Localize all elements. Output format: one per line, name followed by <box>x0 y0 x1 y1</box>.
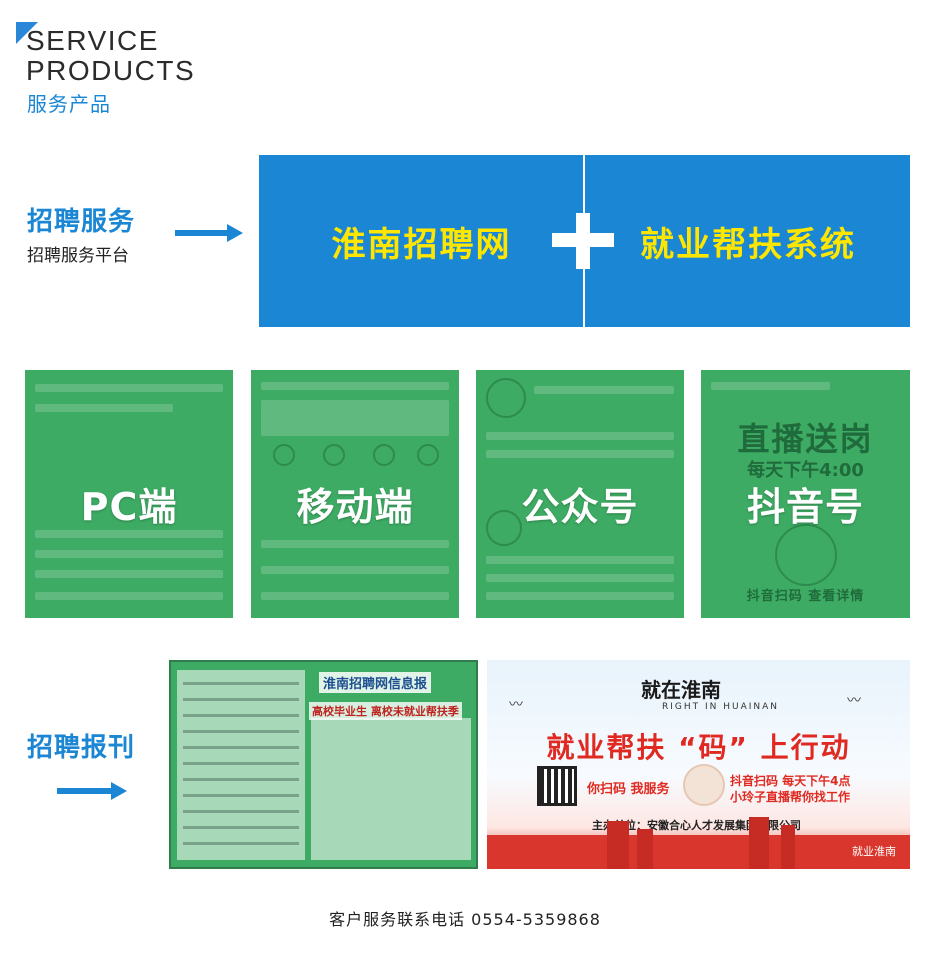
poster-logo-sub: RIGHT IN HUAINAN <box>662 702 780 712</box>
card-screenshot-bar <box>35 530 223 538</box>
platform-card-mobile[interactable]: 移动端 <box>251 370 459 618</box>
platform-card-label: 抖音号 <box>746 485 864 529</box>
contact-phone: 客户服务联系电话 0554-5359868 <box>329 910 601 929</box>
poster-slogan: 就业帮扶 “码” 上行动 <box>546 731 851 764</box>
host-avatar-icon <box>775 524 837 586</box>
card-screenshot-bar <box>261 540 449 548</box>
newspaper-line <box>183 826 299 829</box>
douyin-footer: 抖音扫码 查看详情 <box>746 589 865 604</box>
card-screenshot-bar <box>711 382 830 390</box>
building-shape <box>781 825 795 869</box>
header-corner-mark <box>16 22 38 44</box>
card-screenshot-bar <box>486 432 674 440</box>
print-section-title: 招聘报刊 <box>27 733 136 763</box>
banner-right-label: 就业帮扶系统 <box>640 224 856 265</box>
account-logo-icon <box>486 378 526 418</box>
newspaper-masthead: 淮南招聘网信息报 <box>319 672 432 693</box>
app-icon <box>273 444 295 466</box>
card-screenshot-bar <box>261 592 449 600</box>
newspaper-column <box>177 670 305 860</box>
douyin-headline: 直播送岗 <box>737 420 874 458</box>
plus-icon <box>576 213 590 269</box>
banner-left-label: 淮南招聘网 <box>331 224 512 265</box>
card-screenshot-bar <box>261 566 449 574</box>
card-screenshot-bar <box>486 450 674 458</box>
card-screenshot-bar <box>261 382 449 390</box>
bird-icon: 〰 <box>847 693 861 709</box>
card-screenshot-bar <box>486 556 674 564</box>
building-shape <box>637 829 653 869</box>
card-screenshot-bar <box>35 550 223 558</box>
building-shape <box>607 821 629 869</box>
newspaper-line <box>183 682 299 685</box>
host-avatar-icon <box>683 764 725 806</box>
card-screenshot-bar <box>35 384 223 392</box>
card-screenshot-bar <box>35 592 223 600</box>
poster-info-line1: 抖音扫码 每天下午4点 <box>730 774 851 788</box>
bird-icon: 〰 <box>509 697 523 713</box>
header-title-line2: PRODUCTS <box>26 55 196 86</box>
card-screenshot-bar <box>35 570 223 578</box>
newspaper-line <box>183 794 299 797</box>
promo-poster: 〰 〰 就在淮南 RIGHT IN HUAINAN 就业帮扶 “码” 上行动 你… <box>487 660 910 869</box>
poster-scan-text: 你扫码 我服务 <box>587 782 670 797</box>
newspaper-image: 淮南招聘网信息报 高校毕业生 离校未就业帮扶季 <box>169 660 478 869</box>
poster-skyline <box>487 835 910 869</box>
app-icon <box>323 444 345 466</box>
card-screenshot-bar <box>486 592 674 600</box>
app-icon <box>373 444 395 466</box>
account-logo-icon <box>486 510 522 546</box>
newspaper-line <box>183 698 299 701</box>
service-banner: 淮南招聘网 就业帮扶系统 <box>259 155 910 327</box>
recruitment-service-title: 招聘服务 <box>27 207 136 237</box>
card-screenshot-bar <box>486 574 674 582</box>
douyin-time: 每天下午4:00 <box>747 460 864 481</box>
platform-card-label: 移动端 <box>296 485 414 529</box>
poster-info-line2: 小玲子直播帮你找工作 <box>730 790 851 804</box>
newspaper-line <box>183 746 299 749</box>
newspaper-headline: 高校毕业生 离校未就业帮扶季 <box>309 702 462 720</box>
poster-logo: 就在淮南 <box>641 678 721 702</box>
platform-card-douyin[interactable]: 直播送岗 每天下午4:00 抖音号 抖音扫码 查看详情 <box>701 370 910 618</box>
recruitment-service-subtitle: 招聘服务平台 <box>27 246 129 266</box>
platform-card-pc[interactable]: PC端 <box>25 370 233 618</box>
header-title-cn: 服务产品 <box>27 92 111 116</box>
card-screenshot-bar <box>35 404 173 412</box>
newspaper-line <box>183 842 299 845</box>
poster-watermark: 就业淮南 <box>852 845 896 858</box>
platform-card-label: PC端 <box>80 485 178 529</box>
newspaper-line <box>183 714 299 717</box>
platform-card-wechat[interactable]: 公众号 <box>476 370 684 618</box>
building-shape <box>749 817 769 869</box>
platform-card-label: 公众号 <box>521 485 639 529</box>
qr-code-icon <box>537 766 577 806</box>
header-title-en: SERVICE PRODUCTS <box>26 26 195 86</box>
right-arrow-icon <box>175 224 243 242</box>
right-arrow-icon <box>57 782 127 800</box>
header-title-line1: SERVICE <box>26 25 159 56</box>
card-screenshot-block <box>261 400 449 436</box>
newspaper-line <box>183 810 299 813</box>
newspaper-line <box>183 730 299 733</box>
app-icon <box>417 444 439 466</box>
newspaper-line <box>183 778 299 781</box>
poster-host: 主办单位：安徽合心人才发展集团有限公司 <box>592 819 801 832</box>
card-screenshot-bar <box>534 386 674 394</box>
newspaper-column <box>311 718 471 860</box>
newspaper-line <box>183 762 299 765</box>
